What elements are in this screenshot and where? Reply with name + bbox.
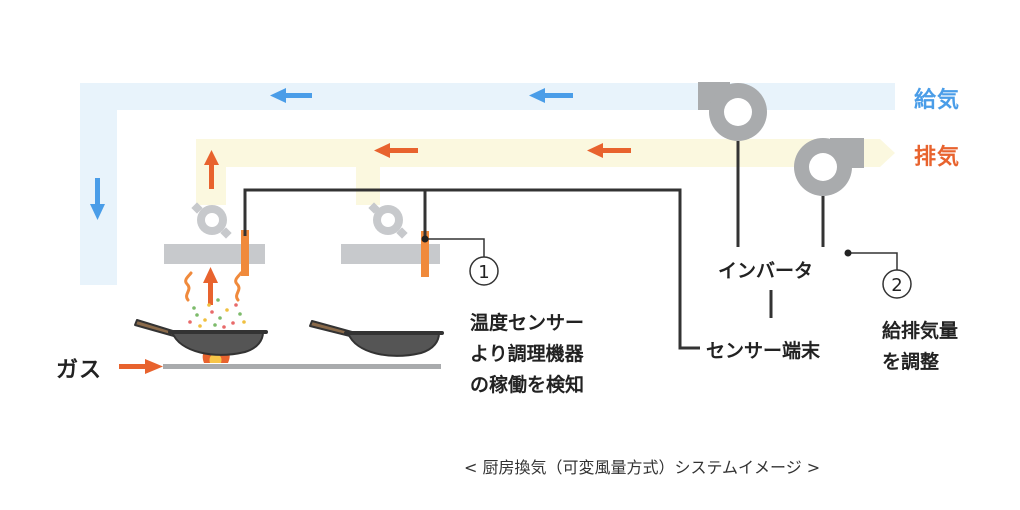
exhaust-arrow-2: [587, 143, 631, 158]
step-1-line-3: の稼働を検知: [470, 374, 585, 396]
supply-duct: [80, 83, 895, 285]
hood-1: [164, 244, 265, 264]
gas-arrow: [119, 359, 163, 374]
sensor-terminal-label: センサー端末: [706, 340, 821, 362]
temperature-sensor-1: [241, 230, 249, 276]
leader-lines: [425, 238, 898, 270]
supply-fan-icon: [698, 82, 767, 141]
exhaust-arrow-up: [204, 150, 219, 189]
inverter-label: インバータ: [718, 260, 814, 282]
exhaust-duct: [196, 139, 895, 205]
step-2-line-2: を調整: [882, 351, 940, 373]
damper-2-icon: [368, 202, 408, 239]
supply-arrow-1: [270, 88, 312, 103]
control-wiring: [243, 141, 825, 350]
exhaust-air-label: 排気: [914, 145, 961, 170]
supply-arrow-2: [529, 88, 573, 103]
heat-wave-icons: [184, 271, 243, 302]
wok-2-icon: [309, 320, 444, 357]
step-1-line-2: より調理機器: [470, 343, 584, 365]
temperature-sensor-2: [421, 231, 429, 277]
stove-top: [163, 364, 441, 369]
step-1-number: 1: [478, 262, 489, 283]
step-2-description: 給排気量 を調整: [882, 316, 958, 378]
damper-1-icon: [191, 202, 232, 239]
supply-air-label: 給気: [914, 88, 961, 113]
step-2-number: 2: [891, 275, 902, 296]
leader-dot-2: [844, 249, 852, 257]
exhaust-arrow-1: [374, 143, 418, 158]
step-2-line-1: 給排気量: [882, 320, 959, 342]
hood-2: [341, 244, 440, 264]
diagram-caption: < 厨房換気（可変風量方式）システムイメージ >: [464, 458, 821, 477]
gas-label: ガス: [56, 358, 103, 383]
step-1-marker: [469, 256, 499, 286]
step-2-marker: [882, 269, 912, 299]
heat-arrow-up: [203, 267, 218, 305]
leader-dot-1: [421, 235, 429, 243]
exhaust-fan-icon: [794, 138, 864, 196]
supply-arrow-down: [90, 178, 105, 220]
step-1-description: 温度センサー より調理機器 の稼働を検知: [470, 308, 584, 401]
step-1-line-1: 温度センサー: [470, 312, 585, 334]
wok-1-icon: [134, 319, 268, 356]
food-particles: [188, 298, 246, 329]
